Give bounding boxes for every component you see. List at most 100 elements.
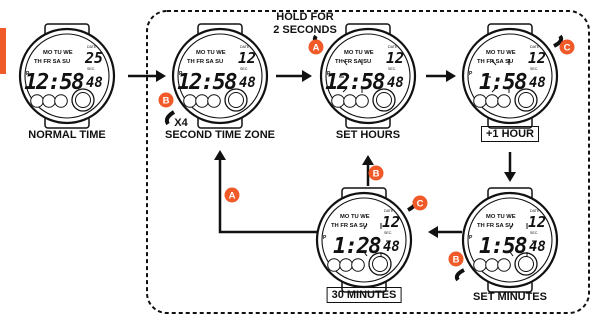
watch-time: 12:58: [24, 70, 84, 95]
watch-sec-label: SEC.: [384, 231, 392, 235]
watch-crown-inner: [372, 256, 388, 272]
arrow-thirty-to-zone-head: [214, 150, 226, 160]
button-badge-b: B: [448, 251, 464, 267]
watch-days-top: MO TU WE: [344, 50, 374, 56]
arrow-normal-to-zone-head: [156, 70, 166, 82]
flash-mark: [509, 251, 514, 257]
watch-subdial: [195, 94, 209, 108]
watch-date-label: DATE: [240, 45, 250, 49]
watch-days-bottom: TH FR SA SU: [477, 223, 513, 229]
watch-bezel: [177, 33, 263, 119]
watch-crown-inner: [518, 92, 534, 108]
watch-bezel: [321, 197, 407, 283]
watch-date-label: DATE: [530, 209, 540, 213]
watch-date-value: 12: [382, 213, 400, 231]
button-badge-b: B: [158, 92, 174, 108]
pressed-button-highlight: [553, 34, 564, 48]
watch-days-bottom: TH FR SA SU: [477, 59, 513, 65]
watch-sec-value: 48: [529, 75, 546, 91]
watch-date-label: DATE: [87, 45, 97, 49]
arrow-thirty-to-hours-head: [362, 155, 374, 165]
setting-mode-frame: [146, 10, 590, 314]
flash-mark: [491, 87, 497, 93]
watch-subdial: [473, 94, 487, 108]
flash-mark: [363, 223, 368, 230]
badge-letter: B: [163, 96, 170, 107]
watch-p-indicator: P: [469, 235, 473, 241]
flash-marks-set-minutes: [509, 223, 537, 257]
watch-p-indicator: P: [179, 71, 183, 77]
label-normal-time: NORMAL TIME: [28, 129, 106, 141]
watch-sec-label: SEC.: [530, 67, 538, 71]
watch-date-value: 12: [238, 49, 256, 67]
watch-sec-label: SEC.: [530, 231, 538, 235]
watch-date-value: 12: [386, 49, 404, 67]
watch-subdial: [497, 258, 511, 272]
watch-date-label: DATE: [388, 45, 398, 49]
flash-marks-plus-one-hour: [487, 59, 510, 93]
watch-subdial: [497, 94, 511, 108]
watch-days-top: MO TU WE: [340, 214, 370, 220]
arrow-plus-to-minutes-head: [504, 172, 516, 182]
watch-subdial: [183, 94, 197, 108]
watch-time: 12:58: [325, 70, 385, 95]
badge-circle: [224, 187, 240, 203]
watch-subdial: [42, 94, 56, 108]
watch-subdial: [207, 94, 221, 108]
pressed-button-highlight: [164, 110, 176, 126]
watch-subdial: [54, 94, 68, 108]
watch-subdial: [331, 94, 345, 108]
watch-time: 12:58: [177, 70, 237, 95]
watch-sec-value: 48: [529, 239, 546, 255]
watch-bezel: [24, 33, 110, 119]
flash-mark: [342, 59, 348, 66]
badge-circle: [559, 39, 575, 55]
watch-crown-inner: [376, 92, 392, 108]
flash-mark: [363, 251, 368, 257]
badge-letter: C: [417, 199, 424, 210]
watch-p-indicator: P: [323, 235, 327, 241]
watch-sec-label: SEC.: [240, 67, 248, 71]
badge-circle: [448, 251, 464, 267]
label-hold-line-1: HOLD FOR: [276, 11, 334, 23]
watch-subdial: [485, 258, 499, 272]
watch-date-value: 12: [528, 49, 546, 67]
button-badge-a: A: [224, 187, 240, 203]
label-second-time-zone: SECOND TIME ZONE: [164, 129, 276, 141]
watch-date-label: DATE: [530, 45, 540, 49]
flash-mark: [509, 223, 514, 230]
badge-circle: [412, 195, 428, 211]
watch-sec-value: 48: [383, 239, 400, 255]
watch-subdial: [343, 94, 357, 108]
badge-letter: B: [373, 169, 380, 180]
watch-crown-inner: [228, 92, 244, 108]
watch-subdial: [327, 258, 341, 272]
badge-circle: [158, 92, 174, 108]
label-thirty-minutes: 30 MINUTES: [326, 287, 402, 303]
watch-bezel: [467, 197, 553, 283]
flash-marks-set-hours: [339, 59, 363, 93]
watch-bezel: [325, 33, 411, 119]
watch-days-bottom: TH FR SA SU: [331, 223, 367, 229]
watch-p-indicator: P: [26, 71, 30, 77]
button-badge-c: C: [559, 39, 575, 55]
watch-sec-value: 48: [86, 75, 103, 91]
watch-subdial: [485, 94, 499, 108]
badge-circle: [308, 39, 324, 55]
watch-sec-label: SEC.: [87, 67, 95, 71]
badge-letter: A: [229, 191, 236, 202]
watch-date-value: 25: [84, 49, 103, 67]
watch-subdial: [30, 94, 44, 108]
watch-days-top: MO TU WE: [486, 50, 516, 56]
watch-days-top: MO TU WE: [43, 50, 73, 56]
watch-date-label: DATE: [384, 209, 394, 213]
watch-crown-inner: [518, 256, 534, 272]
watch-crown-inner: [75, 92, 91, 108]
watch-subdial: [339, 258, 353, 272]
